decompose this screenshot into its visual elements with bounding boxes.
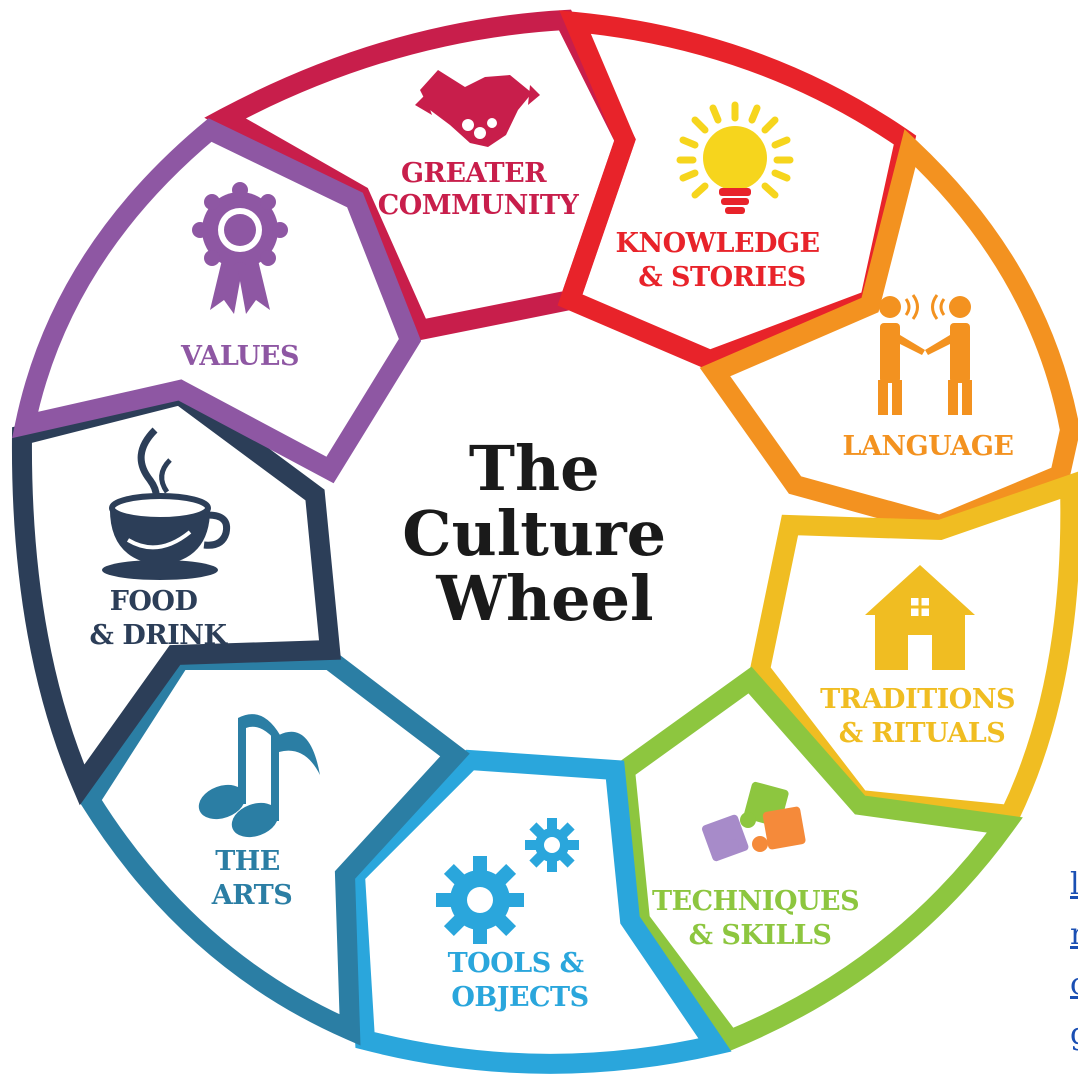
label-knowledge-stories: KNOWLEDGE & STORIES [615,228,828,293]
segment-tools-objects-outline [344,749,732,1074]
coffee-cup-icon [102,427,231,580]
lightbulb-icon [676,101,794,214]
label-greater-community: GREATER COMMUNITY [378,158,580,221]
label-the-arts: THE ARTS [211,846,293,911]
segment-the-arts-outline [78,650,470,1046]
ribbon-award-icon [192,182,288,314]
house-icon [865,565,975,670]
edge-link-fragment-1[interactable]: l [1070,867,1078,902]
music-note-icon [198,714,320,838]
segment-techniques-skills-outline [614,666,1023,1053]
label-traditions-rituals: TRADITIONS & RITUALS [820,684,1024,749]
edge-link-fragment-2[interactable]: r [1070,917,1078,952]
people-talking-icon [878,294,972,415]
label-food-drink: FOOD & DRINK [90,586,229,651]
label-language: LANGUAGE [843,431,1014,462]
label-tools-objects: TOOLS & OBJECTS [448,948,593,1013]
segment-values-outline [12,118,422,484]
label-techniques-skills: TECHNIQUES & SKILLS [652,886,868,951]
edge-link-fragment-4[interactable]: g [1070,1020,1078,1050]
puzzle-icon [702,781,806,862]
label-values: VALUES [180,341,299,372]
center-title: The Culture Wheel [402,432,687,635]
gears-icon [436,818,579,944]
handshake-icon [415,70,540,147]
edge-link-fragment-3[interactable]: c [1070,970,1078,1000]
